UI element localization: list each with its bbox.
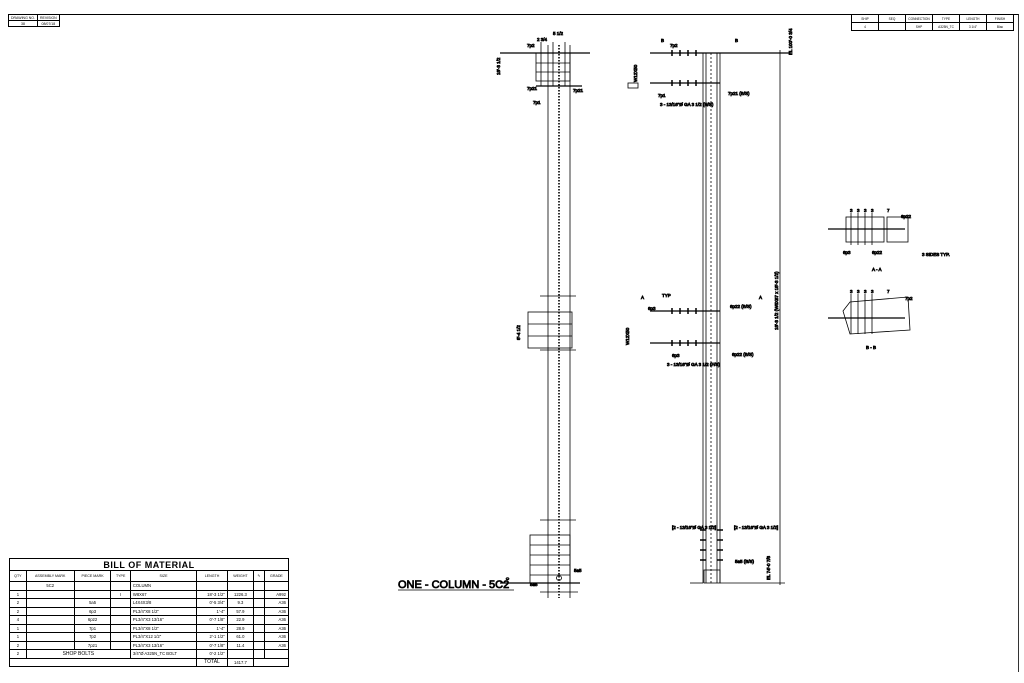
piece-label: 6p3 xyxy=(672,353,680,358)
section-title: B - B xyxy=(866,345,876,350)
elevation-label: 0 xyxy=(505,577,510,580)
section-mark: B xyxy=(735,38,738,43)
piece-label: 6p22 (B/S) xyxy=(732,352,754,357)
left-column-view: 5 1/2 2 3/4 7p2 7p21 7p21 7p1 5a5 5a5 18… xyxy=(398,31,590,598)
bom-col-type: TYPE xyxy=(110,570,131,582)
elevation-label: 8'-4 1/2 xyxy=(516,325,521,340)
dim-label: 3 xyxy=(857,289,860,294)
beam-size-label: W12X50 xyxy=(633,64,638,82)
section-a-a: 3 3 3 3 7 6p22 6p3 6p22 3 SIDES TYP. A -… xyxy=(828,208,950,272)
overall-dimension: 18'-3 1/2 (W8X67 x 18'-3 1/2) xyxy=(774,271,779,330)
piece-label: 7p1 xyxy=(533,100,541,105)
info-box: SHIP SEQ CONNECTION TYPE LENGTH FINISH 4… xyxy=(851,14,1014,31)
bolt-label: 3 - 13/16"Ø GA 3 1/2 (N/S) xyxy=(660,102,714,107)
bolt-label: [2 - 13/16"Ø GA 3 1/2] xyxy=(734,525,778,530)
section-mark: A xyxy=(641,295,644,300)
beam-size-label: W12X50 xyxy=(625,327,630,345)
dim-label: 3 xyxy=(850,289,853,294)
section-mark: B xyxy=(661,38,664,43)
elevation-label: EL 74'-0 7/8 xyxy=(766,556,771,580)
bill-of-material: BILL OF MATERIAL QTY ASSEMBLY MARK PIECE… xyxy=(8,558,290,667)
dim-label: 7 xyxy=(887,289,890,294)
piece-label: 5a5 (B/S) xyxy=(735,559,755,564)
right-column-view: B B A A 7p2 7p1 7p21 (B/S) 3 - 13/16"Ø G… xyxy=(625,28,793,585)
total-weight: 1417.7 xyxy=(226,657,255,667)
bom-col-assembly: ASSEMBLY MARK xyxy=(25,570,75,582)
dim-label: 2 3/4 xyxy=(537,37,548,42)
weld-label: 3 SIDES TYP. xyxy=(922,252,950,257)
bom-col-grade: GRADE xyxy=(263,570,290,582)
piece-label: 6p22 xyxy=(901,214,912,219)
bom-col-piece: PIECE MARK xyxy=(73,570,112,582)
piece-label: 6p3 xyxy=(648,306,656,311)
drawing-sheet-border xyxy=(8,14,1019,672)
piece-label: 6p3 xyxy=(843,250,851,255)
piece-label: 7p2 xyxy=(670,43,678,48)
dim-label: 3 xyxy=(857,208,860,213)
info-value: Blac xyxy=(986,22,1014,31)
piece-label: 5a5 xyxy=(530,582,538,587)
dim-label: 5 1/2 xyxy=(553,31,564,36)
weld-typ-label: TYP xyxy=(662,293,671,298)
bolt-label: [2 - 13/16"Ø GA 3 1/2] xyxy=(672,525,716,530)
elevation-label: 18'-3 1/2 xyxy=(496,57,501,75)
dim-label: 3 xyxy=(850,208,853,213)
section-title: A - A xyxy=(872,267,882,272)
section-mark: A xyxy=(759,295,762,300)
piece-label: 5a5 xyxy=(574,568,582,573)
piece-label: 7p21 xyxy=(573,88,584,93)
piece-label: 7p21 (B/S) xyxy=(728,91,750,96)
revision-date: 08/07/18 xyxy=(36,20,60,27)
bolt-label: 3 - 13/16"Ø GA 3 1/2 (F/S) xyxy=(667,362,720,367)
dim-label: 3 xyxy=(871,289,874,294)
dim-label: 3 xyxy=(871,208,874,213)
bom-col-weight: WEIGHT xyxy=(226,570,255,582)
piece-label: 7p2 xyxy=(905,296,913,301)
bom-total-row: TOTAL 1417.7 xyxy=(8,657,289,667)
section-b-b: 3 3 3 3 7 7p2 B - B xyxy=(828,289,913,350)
dim-label: 3 xyxy=(864,289,867,294)
view-title: ONE - COLUMN - 5C2 xyxy=(398,579,509,591)
drawing-number: 38 xyxy=(8,20,38,27)
piece-label: 7p21 xyxy=(527,86,538,91)
piece-label: 6p22 (B/S) xyxy=(730,304,752,309)
dim-label: 7 xyxy=(887,208,890,213)
bom-col-size: SIZE xyxy=(129,570,198,582)
piece-label: 6p22 xyxy=(872,250,883,255)
elevation-label: EL 100'-0 3/4 xyxy=(788,28,793,55)
dim-label: 3 xyxy=(864,208,867,213)
piece-label: 7p1 xyxy=(658,93,666,98)
piece-label: 7p2 xyxy=(527,43,535,48)
